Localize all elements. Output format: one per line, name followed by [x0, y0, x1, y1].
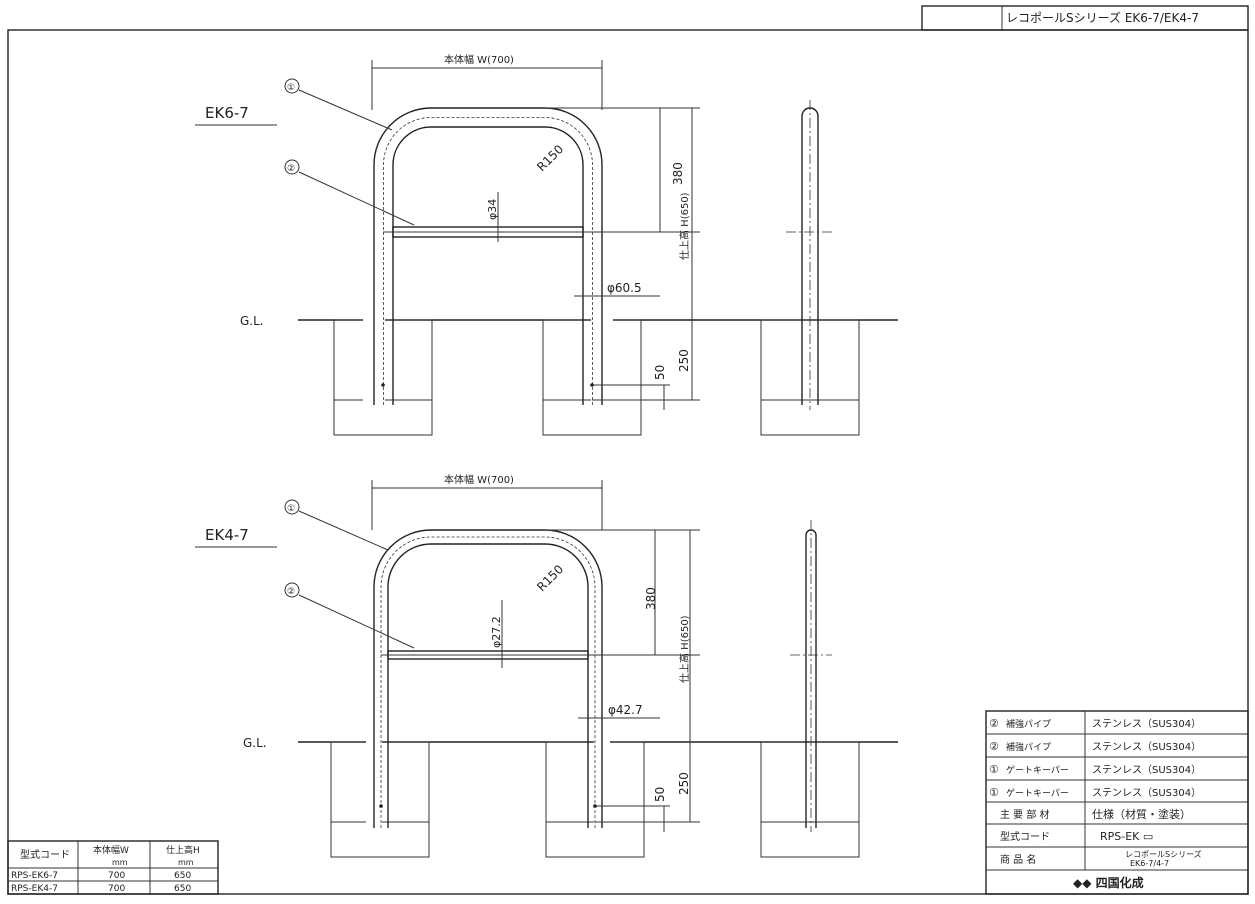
- spec-header-width: 本体幅W: [93, 844, 129, 856]
- part-row-name: 補強パイプ: [1006, 741, 1051, 753]
- height-dimension: 仕上高 H(650): [678, 615, 691, 683]
- callout-2: ②: [287, 587, 295, 597]
- spec-row-width: 700: [108, 884, 125, 894]
- embed-dimension: 250: [677, 349, 691, 372]
- company-logo: ◆◆ 四国化成: [1073, 875, 1144, 890]
- code-label: 型式コード: [1000, 830, 1050, 843]
- part-row-no: ①: [989, 763, 999, 776]
- spec-header-height: 仕上高H: [166, 844, 200, 856]
- gatekeeper-pipe-outer: [373, 529, 603, 828]
- radius-dimension: R150: [534, 562, 566, 594]
- callout-2: ②: [287, 164, 295, 174]
- part-row-name: ゲートキーパー: [1006, 764, 1069, 776]
- series-title: レコポールSシリーズ EK6-7/EK4-7: [1006, 10, 1199, 25]
- pipe-diameter: φ42.7: [608, 703, 643, 717]
- spec-unit-height: mm: [178, 858, 194, 867]
- gravel-base: [542, 399, 642, 436]
- header-spec: 仕様（材質・塗装）: [1092, 807, 1191, 821]
- part-row-spec: ステンレス（SUS304）: [1092, 718, 1201, 730]
- crossbar-diameter: φ27.2: [490, 616, 503, 648]
- gravel-base: [333, 399, 433, 436]
- spec-row-height: 650: [174, 884, 191, 894]
- view-ek6-7: EK6-7 G.L. 本体幅 W(700) 380 仕上高 H(: [195, 53, 898, 436]
- part-row-no: ②: [989, 740, 999, 753]
- concrete-foundation: [760, 741, 860, 823]
- pipe-diameter: φ60.5: [607, 281, 642, 295]
- spec-table: 型式コード 本体幅W mm 仕上高H mm RPS-EK6-7 700 650 …: [7, 840, 219, 895]
- part-row-spec: ステンレス（SUS304）: [1092, 764, 1201, 776]
- spec-unit-width: mm: [112, 858, 128, 867]
- part-row-spec: ステンレス（SUS304）: [1092, 741, 1201, 753]
- radius-dimension: R150: [534, 142, 566, 174]
- width-dimension: 本体幅 W(700): [444, 473, 514, 486]
- part-row-name: ゲートキーパー: [1006, 787, 1069, 799]
- sheet-border: [7, 29, 1249, 895]
- code-value: RPS-EK ▭: [1100, 830, 1153, 843]
- parts-table: ② 補強パイプ ステンレス（SUS304） ② 補強パイプ ステンレス（SUS3…: [985, 710, 1249, 895]
- gl-label: G.L.: [243, 736, 267, 750]
- gatekeeper-pipe-inner: [392, 126, 584, 405]
- embed-dimension: 250: [677, 772, 691, 795]
- product-name-line1: レコポールSシリーズ: [1125, 849, 1202, 859]
- part-row-spec: ステンレス（SUS304）: [1092, 787, 1201, 799]
- spec-header-code: 型式コード: [20, 848, 70, 861]
- model-label: EK6-7: [205, 104, 249, 122]
- width-dimension: 本体幅 W(700): [444, 53, 514, 66]
- span-dimension: 380: [644, 587, 658, 610]
- gravel-base: [760, 821, 860, 858]
- view-ek4-7: EK4-7 G.L. 本体幅 W(700) 380 仕上高 H(650) 250…: [195, 473, 898, 858]
- side-view-pipe: [805, 529, 817, 828]
- callout-1: ①: [287, 83, 295, 93]
- span-dimension: 380: [671, 162, 685, 185]
- gatekeeper-pipe-outer: [373, 107, 603, 405]
- gl-label: G.L.: [240, 314, 264, 328]
- product-label: 商 品 名: [1000, 853, 1036, 866]
- title-box: [921, 5, 1249, 31]
- bottom-dimension: 50: [653, 787, 667, 802]
- spec-row-code: RPS-EK4-7: [11, 884, 58, 894]
- spec-row-width: 700: [108, 871, 125, 881]
- product-name-line2: EK6-7/4-7: [1130, 859, 1169, 868]
- bottom-dimension: 50: [653, 365, 667, 380]
- part-row-name: 補強パイプ: [1006, 718, 1051, 730]
- gravel-base: [760, 399, 860, 436]
- crossbar-diameter: φ34: [486, 199, 499, 220]
- height-dimension: 仕上高 H(650): [678, 192, 691, 260]
- header-name: 主 要 部 材: [1000, 808, 1050, 821]
- callout-1: ①: [287, 504, 295, 514]
- spec-row-height: 650: [174, 871, 191, 881]
- model-label: EK4-7: [205, 526, 249, 544]
- spec-row-code: RPS-EK6-7: [11, 871, 58, 881]
- part-row-no: ②: [989, 717, 999, 730]
- gatekeeper-pipe-inner: [387, 543, 589, 828]
- part-row-no: ①: [989, 786, 999, 799]
